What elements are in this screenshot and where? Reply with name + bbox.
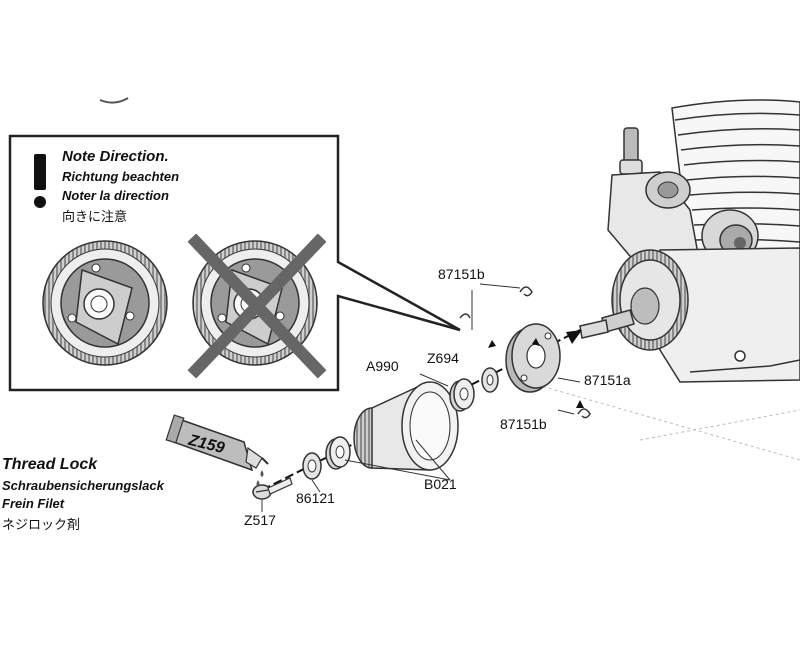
bearing-B021-far — [449, 378, 475, 412]
thread-lock-japanese: ネジロック剤 — [2, 517, 81, 532]
part-label-87151b-top: 87151b — [438, 266, 485, 282]
stray-mark — [99, 97, 129, 104]
clutch-shoe-87151a — [505, 323, 561, 393]
part-label-B021: B021 — [424, 476, 457, 492]
part-label-Z694: Z694 — [427, 350, 459, 366]
part-label-87151a: 87151a — [584, 372, 631, 388]
bearing-B021-near — [325, 436, 351, 470]
part-label-86121: 86121 — [296, 490, 335, 506]
leader-lines — [261, 283, 581, 512]
clutch-gear-correct — [42, 240, 168, 366]
part-label-A990: A990 — [366, 358, 399, 374]
clutch-spring-left — [459, 313, 471, 319]
part-label-87151b-bottom: 87151b — [500, 416, 547, 432]
thread-lock-tube — [165, 414, 269, 472]
engine-illustration — [519, 99, 800, 461]
note-direction-german: Richtung beachten — [62, 169, 180, 184]
note-direction-japanese: 向きに注意 — [62, 209, 128, 224]
thread-lock-title: Thread Lock — [2, 456, 98, 473]
thread-lock-french: Frein Filet — [2, 496, 65, 511]
washer-Z694 — [481, 367, 499, 393]
clutch-spring-bottom — [577, 408, 591, 419]
thread-lock-german: Schraubensicherungslack — [2, 478, 164, 493]
washer-86121 — [302, 452, 322, 480]
note-direction-french: Noter la direction — [62, 188, 169, 203]
clutch-spring-top — [519, 286, 533, 297]
exclamation-icon — [34, 154, 46, 208]
screw-Z517 — [252, 477, 293, 500]
note-direction-title: Note Direction. — [62, 148, 169, 165]
clutch-bell-A990 — [353, 381, 459, 471]
incorrect-cross-mark — [187, 233, 327, 379]
part-label-Z517: Z517 — [244, 512, 276, 528]
axis-arrow — [566, 330, 582, 344]
